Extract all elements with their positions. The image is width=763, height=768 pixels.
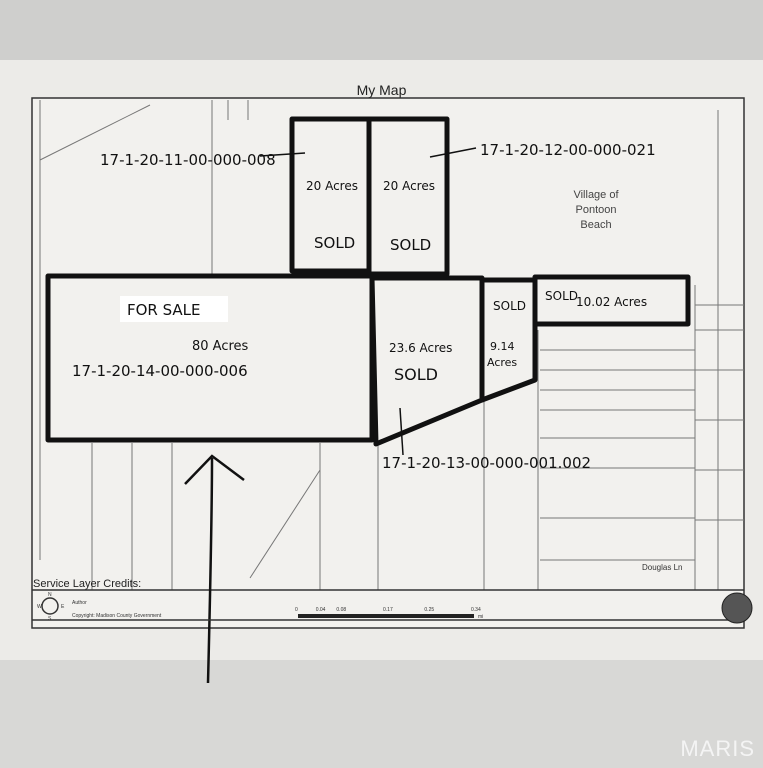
- parcel-20b: [366, 116, 450, 277]
- acreage-label: 10.02 Acres: [576, 295, 647, 309]
- acreage-label: 80 Acres: [192, 339, 249, 354]
- scale-ticks: 0 0.04 0.08 0.17 0.25 0.34: [295, 607, 481, 613]
- svg-text:W: W: [37, 604, 42, 610]
- sold-label: SOLD: [394, 365, 438, 384]
- street-label: Douglas Ln: [642, 563, 682, 572]
- service-credits: Service Layer Credits:: [33, 578, 141, 590]
- acreage-label: Acres: [487, 356, 517, 369]
- scale-tick-label: 0.34: [471, 607, 481, 613]
- watermark: MARIS: [680, 736, 755, 761]
- scale-tick-label: 0: [295, 607, 298, 613]
- parcel-80: [45, 273, 375, 443]
- for-sale-label-bg: [120, 296, 228, 322]
- arrow-icon: [184, 454, 245, 684]
- svg-text:Beach: Beach: [580, 219, 611, 231]
- svg-text:Village of: Village of: [573, 189, 619, 201]
- map-title: My Map: [356, 82, 407, 98]
- svg-text:Pontoon: Pontoon: [576, 204, 617, 216]
- parcel-id: 17-1-20-13-00-000-001.002: [382, 454, 591, 472]
- author-label: Author: [72, 600, 87, 606]
- parcel-10-02: [532, 274, 691, 327]
- svg-text:S: S: [48, 616, 52, 622]
- parcel-id: 17-1-20-11-00-000-008: [100, 151, 276, 169]
- county-seal-icon: [721, 592, 753, 624]
- marked-parcels: [45, 116, 691, 447]
- compass-icon: [41, 597, 59, 615]
- scale-unit: mi: [478, 614, 483, 620]
- svg-text:N: N: [48, 592, 52, 598]
- acreage-label: 20 Acres: [306, 179, 358, 193]
- leader-line: [259, 152, 306, 157]
- parcel-id: 17-1-20-14-00-000-006: [72, 362, 248, 380]
- leader-line: [399, 407, 404, 456]
- copyright: Copyright: Madison County Government: [72, 613, 162, 619]
- parcel-id: 17-1-20-12-00-000-021: [480, 141, 656, 159]
- compass-labels: N W E S: [37, 592, 65, 622]
- sold-label: SOLD: [493, 299, 526, 313]
- acreage-label: 20 Acres: [383, 179, 435, 193]
- sold-label: SOLD: [390, 236, 431, 254]
- village-label: Village of Pontoon Beach: [573, 189, 619, 231]
- scale-bar: [298, 614, 474, 618]
- acreage-label: 9.14: [490, 340, 515, 353]
- sold-label: SOLD: [314, 234, 355, 252]
- scale-tick-label: 0.08: [336, 607, 346, 613]
- svg-text:E: E: [61, 604, 65, 610]
- map-frame: [31, 97, 745, 629]
- base-parcel-lines: [32, 100, 744, 591]
- scale-tick-label: 0.04: [316, 607, 326, 613]
- sold-label: SOLD: [545, 289, 578, 303]
- scale-tick-label: 0.25: [424, 607, 434, 613]
- background-top: [0, 0, 763, 60]
- leader-line: [429, 147, 477, 158]
- for-sale-label: FOR SALE: [127, 301, 201, 319]
- parcel-9-14: [479, 277, 538, 403]
- acreage-label: 23.6 Acres: [389, 341, 452, 355]
- scale-tick-label: 0.17: [383, 607, 393, 613]
